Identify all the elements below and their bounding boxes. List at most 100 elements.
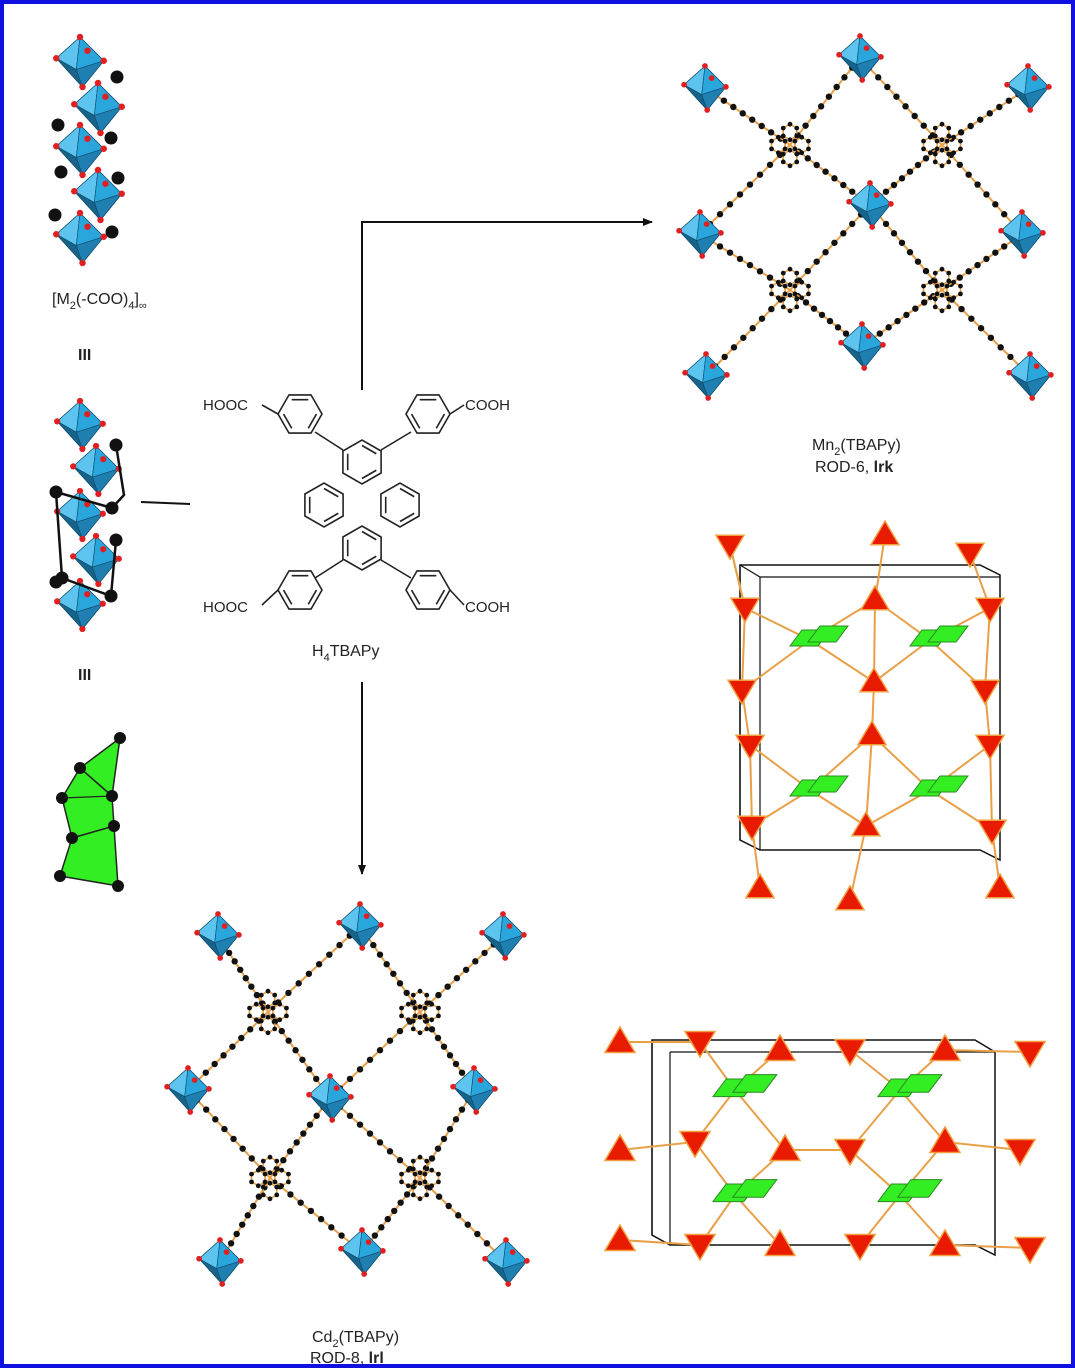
carbon-atom [250,1202,257,1210]
net-edge [873,639,931,683]
octahedron [194,911,242,961]
triangle-node [833,1038,867,1067]
triangle-node [974,734,1006,761]
carbon-atom [756,268,764,275]
carbon-atom [328,1224,335,1231]
carbon-atom [306,1066,313,1073]
paddle-node [909,775,969,797]
carbon-atom [376,951,384,958]
carbon-atom [804,267,811,275]
carbon-atom [248,983,255,990]
equivalence-symbol-1: III [78,347,91,364]
octahedron [306,1073,354,1123]
carbon-atom [225,949,233,957]
pyrene-node [247,988,289,1036]
carbon-atom [1007,353,1014,361]
triangle-node [928,1033,962,1062]
carbon-atom [452,1060,460,1068]
carbon-atom [474,1230,481,1238]
carbon-atom [376,1139,384,1146]
triangle-node [714,534,746,561]
carbon-atom [766,161,774,168]
linker-bond [187,1011,269,1091]
octahedron [54,397,106,453]
carbon-atom [384,1215,391,1223]
linker-bond [704,87,791,146]
pyrene-node [399,1154,441,1202]
ring [277,570,323,610]
carbon-atom [104,589,118,603]
carbon-atom [965,268,972,275]
carbon-atom [875,74,882,81]
carbon-atom [428,1026,436,1033]
carbon-atom [840,181,847,189]
carbon-atom [957,129,965,136]
carbon-atom [446,1052,454,1059]
carbon-atom [813,258,820,265]
carbon-atom [833,83,840,91]
carbon-atom [462,966,470,973]
carbon-atom [898,175,906,182]
carbon-atom [444,983,451,990]
carbon-atom [315,961,323,968]
cooh-label-top-left: HOOC [203,397,248,414]
triangle-node [984,872,1016,899]
carbon-atom [992,201,999,208]
carbon-atom [203,1106,210,1113]
octahedron [70,442,122,498]
carbon-atom [974,181,981,188]
carbon-atom [983,191,990,198]
paddle-node [789,625,849,647]
octahedron [998,209,1046,259]
carbon-atom [396,980,404,987]
carbon-atom [826,317,834,325]
carbon-atom [242,975,249,982]
linker-bond [329,1011,421,1099]
triangle-node [859,584,891,611]
net-edge [619,1141,696,1151]
carbon-atom [882,188,890,195]
triangle-node [683,1030,717,1059]
carbon-atom [305,970,313,977]
carbon-atom [397,1199,404,1206]
carbon-atom [285,1037,292,1044]
carbon-atom [726,249,734,256]
linker-bond [269,1097,331,1179]
carbon-atom [336,941,343,949]
cooh-label-bottom-left: HOOC [203,599,248,616]
triangle-node [969,679,1001,706]
octahedron [1006,351,1054,401]
carbon-atom [239,1145,246,1152]
carbon-atom [914,258,922,265]
carbon-atom [922,267,930,275]
carbon-atom [810,305,818,312]
carbon-atom [292,1047,299,1054]
triangle-node [678,1130,712,1159]
rod-ladder-green [54,732,126,892]
linker-bond [267,925,361,1013]
carbon-atom [767,129,775,136]
carbon-atom [825,93,833,100]
triangle-node [858,666,890,693]
carbon-atom [720,97,728,104]
carbon-atom [248,1155,255,1162]
carbon-atom [287,1191,294,1198]
linker-bond [419,1089,475,1179]
octahedron [682,351,730,401]
carbon-atom [104,131,118,145]
carbon-atom [922,155,930,162]
carbon-atom [842,330,850,337]
paddle-node [909,625,969,647]
octahedron [53,33,107,91]
carbon-atom [220,1052,227,1059]
cooh-label-top-right: COOH [465,397,510,414]
tbapy-ligand-structure [261,394,465,610]
octahedron [70,532,122,588]
carbon-atom [890,181,898,189]
carbon-atom [237,966,244,973]
carbon-atom [49,575,63,589]
net-edge [809,789,867,827]
carbon-atom [346,1075,354,1083]
carbon-atom [458,1106,466,1113]
cd-tbapy-framework [164,901,530,1287]
